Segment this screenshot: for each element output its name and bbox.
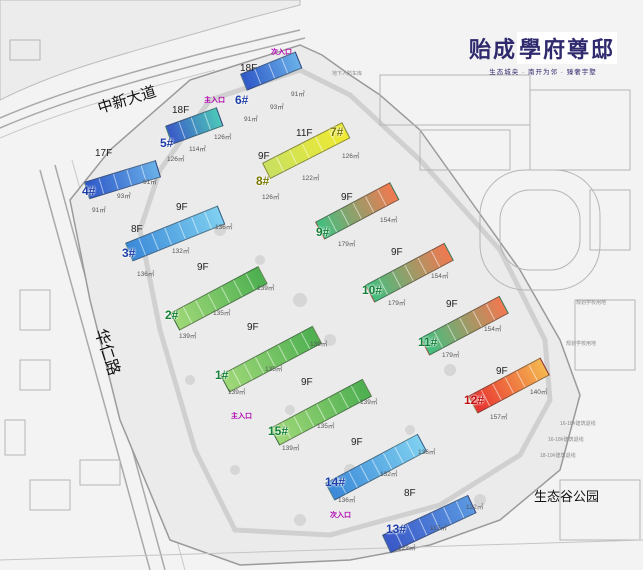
note-parking: 地下人防车库	[332, 71, 363, 77]
floor-count-6: 18F	[240, 63, 258, 74]
unit-area-label: 135㎡	[213, 310, 231, 317]
floor-count-12: 9F	[496, 366, 508, 377]
floor-count-3: 9F	[176, 202, 188, 213]
unit-area-label: 122㎡	[466, 504, 484, 511]
unit-area-label: 139㎡	[360, 399, 378, 406]
floor-count-1: 9F	[247, 322, 259, 333]
floor-count-14: 9F	[351, 437, 363, 448]
unit-area-label: 179㎡	[388, 300, 406, 307]
floor-count-13: 8F	[404, 488, 416, 499]
building-label-5[interactable]: 5#	[160, 136, 174, 150]
unit-area-label: 140㎡	[530, 389, 548, 396]
brand-title: 贻成學府尊邸	[448, 32, 638, 64]
unit-area-label: 126㎡	[342, 153, 360, 160]
unit-area-label: 179㎡	[338, 241, 356, 248]
unit-area-label: 136㎡	[338, 497, 356, 504]
unit-area-label: 122㎡	[398, 545, 416, 552]
unit-area-label: 117㎡	[430, 525, 447, 532]
unit-area-label: 139㎡	[179, 333, 197, 340]
floor-count-15: 9F	[301, 377, 313, 388]
unit-area-label: 136㎡	[418, 449, 436, 456]
building-label-9[interactable]: 9#	[316, 225, 330, 239]
unit-area-label: 91㎡	[291, 91, 305, 98]
building-label-14[interactable]: 14#	[325, 475, 346, 489]
unit-area-label: 91㎡	[244, 116, 258, 123]
unit-area-label: 154㎡	[431, 273, 449, 280]
brand-title-b: 學府尊邸	[517, 32, 618, 64]
note-school-south: 规划学校用地	[566, 341, 597, 347]
unit-area-label: 135㎡	[317, 423, 335, 430]
unit-area-label: 126㎡	[167, 156, 185, 163]
floor-count-4: 17F	[95, 148, 113, 159]
unit-area-label: 126㎡	[214, 134, 232, 141]
secondary-entrance-top: 次入口	[271, 49, 292, 56]
note-line-b: 16-18#建筑退线	[548, 437, 584, 443]
floor-count-10: 9F	[391, 247, 403, 258]
unit-area-label: 132㎡	[172, 248, 190, 255]
unit-area-label: 179㎡	[442, 352, 460, 359]
brand-subtitle: 生态城央 · 南开为邻 · 臻奢宇墅	[489, 69, 597, 76]
unit-area-label: 139㎡	[257, 285, 275, 292]
project-brand: 贻成學府尊邸 生态城央 · 南开为邻 · 臻奢宇墅	[448, 32, 638, 76]
building-label-8[interactable]: 8#	[256, 174, 270, 188]
building-label-13[interactable]: 13#	[386, 522, 407, 536]
unit-area-label: 114㎡	[189, 146, 206, 153]
unit-area-label: 157㎡	[490, 414, 508, 421]
floor-count-2: 9F	[197, 262, 209, 273]
unit-area-label: 139㎡	[282, 445, 300, 452]
unit-area-label: 91㎡	[92, 207, 106, 214]
floor-count-5: 18F	[172, 105, 190, 116]
building-label-12[interactable]: 12#	[464, 393, 485, 407]
building-label-3[interactable]: 3#	[122, 246, 136, 260]
park-label: 生态谷公园	[534, 490, 600, 505]
note-park-north: 规划学校用地	[576, 300, 607, 306]
unit-area-label: 93㎡	[270, 104, 284, 111]
floor-count-8: 9F	[258, 151, 270, 162]
unit-area-label: 91㎡	[143, 179, 157, 186]
building-label-10[interactable]: 10#	[362, 283, 383, 297]
floor-count-7: 11F	[296, 128, 313, 139]
unit-area-label: 122㎡	[302, 175, 320, 182]
floor-count-11: 9F	[446, 299, 458, 310]
unit-area-label: 132㎡	[380, 471, 398, 478]
building-label-1[interactable]: 1#	[215, 368, 229, 382]
unit-area-label: 135㎡	[265, 366, 283, 373]
building-label-15[interactable]: 15#	[268, 424, 289, 438]
unit-area-label: 154㎡	[484, 326, 502, 333]
building-label-4[interactable]: 4#	[82, 184, 96, 198]
floor-count-9: 9F	[341, 192, 353, 203]
secondary-entrance-bottom: 次入口	[330, 512, 351, 519]
building-label-6[interactable]: 6#	[235, 93, 249, 107]
brand-title-a: 贻成	[468, 37, 517, 63]
unit-area-label: 93㎡	[117, 193, 131, 200]
note-line-a: 16-18#建筑退线	[560, 421, 596, 427]
unit-area-label: 136㎡	[137, 271, 155, 278]
building-label-2[interactable]: 2#	[165, 308, 179, 322]
unit-area-label: 139㎡	[228, 389, 246, 396]
unit-area-label: 139㎡	[310, 341, 328, 348]
note-line-c: 18-19#建筑退线	[540, 453, 576, 459]
building-label-11[interactable]: 11#	[418, 335, 438, 349]
building-label-7[interactable]: 7#	[330, 125, 344, 139]
unit-area-label: 126㎡	[262, 194, 280, 201]
main-entrance-top: 主入口	[204, 97, 225, 104]
main-entrance-bottom: 主入口	[231, 413, 252, 420]
unit-area-label: 154㎡	[380, 217, 398, 224]
floor-count-3-b: 8F	[131, 224, 143, 235]
unit-area-label: 136㎡	[215, 224, 233, 231]
